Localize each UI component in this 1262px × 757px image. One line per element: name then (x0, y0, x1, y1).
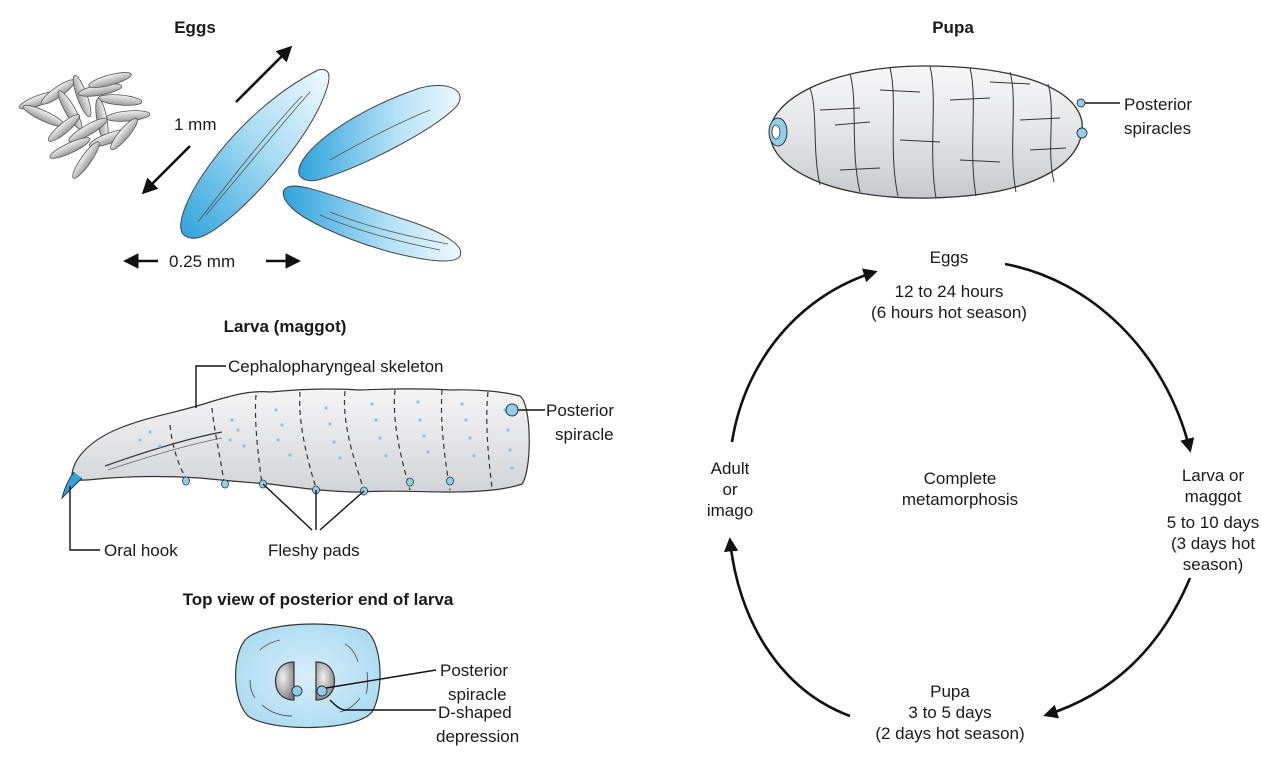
cycle-center-line1: Complete (924, 469, 997, 488)
cycle-larva-line2: maggot (1185, 487, 1242, 506)
cycle-arrow-pupa-to-adult (730, 540, 850, 716)
egg-cluster-illustration (18, 69, 151, 180)
cephalopharyngeal-label: Cephalopharyngeal skeleton (228, 357, 444, 376)
pupa-section: Pupa Posterior spiracles (769, 18, 1192, 198)
topview-spiracle-line2: spiracle (448, 685, 507, 704)
egg-length-label: 1 mm (174, 115, 217, 134)
cycle-adult-line1: Adult (711, 459, 750, 478)
larva-title: Larva (maggot) (224, 317, 347, 336)
pupa-spiracles-line1: Posterior (1124, 95, 1192, 114)
cycle-larva-line5: season) (1183, 555, 1243, 574)
d-shaped-label-line1: D-shaped (438, 703, 512, 722)
cycle-arrow-eggs-to-larva (1005, 264, 1190, 450)
cycle-adult-line2: or (722, 480, 737, 499)
length-arrow-down (144, 146, 190, 192)
cycle-larva-line3: 5 to 10 days (1167, 513, 1260, 532)
topview-title: Top view of posterior end of larva (183, 590, 454, 609)
topview-spiracle-line1: Posterior (440, 661, 508, 680)
larva-posterior-spiracle (506, 404, 518, 416)
topview-section: Top view of posterior end of larva Poste… (183, 590, 520, 746)
cycle-adult-line3: imago (707, 501, 753, 520)
egg-large-3 (283, 186, 461, 261)
eggs-title: Eggs (174, 18, 216, 37)
eggs-section: Eggs 1 mm 0.25 mm (18, 18, 461, 271)
cycle-pupa-line2: 3 to 5 days (908, 703, 991, 722)
posterior-spiracle-label-line1: Posterior (546, 401, 614, 420)
cycle-eggs-line3: (6 hours hot season) (871, 303, 1027, 322)
cycle-larva-line1: Larva or (1182, 466, 1245, 485)
cycle-center-line2: metamorphosis (902, 490, 1018, 509)
cycle-pupa-line3: (2 days hot season) (875, 724, 1024, 743)
pupa-spiracles-line2: spiracles (1124, 119, 1191, 138)
topview-illustration (236, 624, 380, 728)
cycle-eggs-line1: Eggs (930, 248, 969, 267)
fleshy-pads-label: Fleshy pads (268, 541, 360, 560)
cycle-larva-line4: (3 days hot (1171, 534, 1255, 553)
cycle-arrow-adult-to-eggs (732, 272, 875, 442)
cycle-pupa-line1: Pupa (930, 682, 970, 701)
d-shaped-label-line2: depression (436, 727, 519, 746)
posterior-spiracle-label-line2: spiracle (555, 425, 614, 444)
oral-hook-label: Oral hook (104, 541, 178, 560)
egg-width-label: 0.25 mm (169, 252, 235, 271)
pupa-title: Pupa (932, 18, 974, 37)
pupa-illustration (770, 66, 1082, 198)
cycle-eggs-line2: 12 to 24 hours (895, 282, 1004, 301)
cycle-arrow-larva-to-pupa (1046, 578, 1190, 715)
life-cycle: Eggs 12 to 24 hours (6 hours hot season)… (707, 248, 1259, 743)
larva-section: Larva (maggot) (62, 317, 614, 560)
